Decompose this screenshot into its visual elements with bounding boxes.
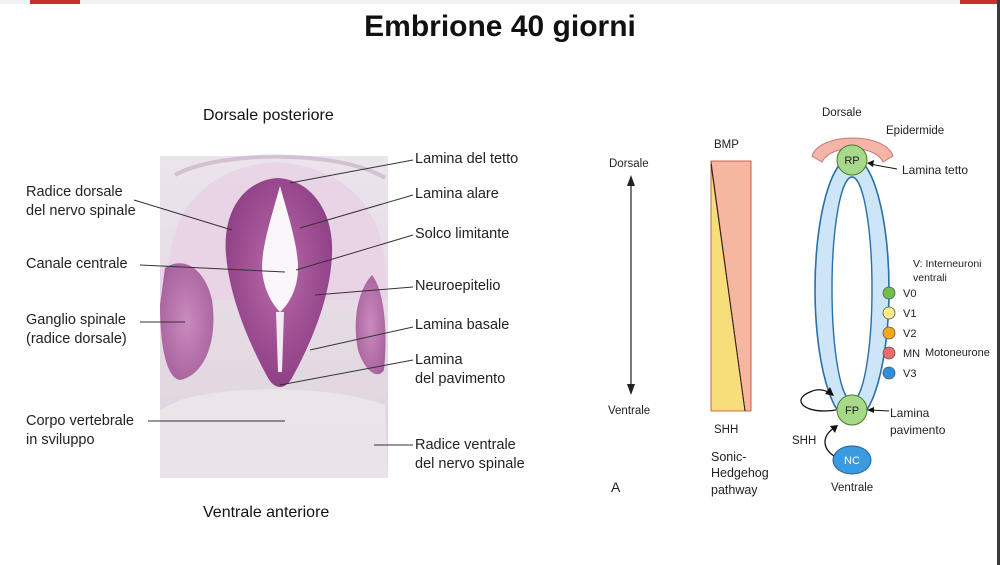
roof-plate-hist-label-line: Lamina del tetto — [415, 151, 519, 167]
dorsal-root-label: Radice dorsale del nervo spinale — [26, 183, 136, 221]
loop-arrowhead — [825, 387, 834, 396]
roof-plate-pointer — [869, 163, 898, 170]
gradient-divider — [710, 163, 746, 412]
neural-tube-lumen — [831, 176, 873, 402]
domain-label-v1: V1 — [903, 308, 916, 320]
ventral-root-label-line: del nervo spinale — [415, 456, 525, 472]
neural-tube-panel: Dorsale Epidermide RP FP NC Ventrale SHH… — [792, 107, 990, 494]
pathway-line-2: Hedgehog — [711, 466, 769, 480]
floor-plate-label-1: Lamina — [890, 406, 930, 420]
top-accent-bar — [0, 0, 1000, 4]
alar-plate-label-line: Lamina alare — [415, 186, 499, 202]
shh-gradient-label: SHH — [714, 424, 738, 436]
domain-dot-mn — [882, 346, 896, 360]
dorsal-root-label-line: Radice dorsale — [26, 184, 123, 200]
central-canal-label-line: Canale centrale — [26, 256, 128, 272]
basal-plate-label: Lamina basale — [415, 316, 509, 335]
right-edge — [997, 0, 1000, 565]
domain-dot-v0 — [882, 286, 896, 300]
notochord — [832, 445, 872, 475]
spinal-ganglion-label-line: (radice dorsale) — [26, 331, 127, 347]
ventral-root-label-line: Radice ventrale — [415, 437, 516, 453]
vertebral-body-label-line: Corpo vertebrale — [26, 413, 134, 429]
floor-plate-arrowhead — [867, 407, 874, 413]
roof-plate-hist-label: Lamina del tetto — [415, 150, 518, 169]
bmp-label: BMP — [714, 139, 739, 151]
floor-plate-hist-label-line: Lamina — [415, 352, 463, 368]
dorsal-root-label-line: del nervo spinale — [26, 203, 136, 219]
dorsal-posterior-caption: Dorsale posteriore — [203, 107, 334, 124]
rp-label: RP — [844, 155, 859, 167]
sulcus-limitans-label: Solco limitante — [415, 225, 509, 244]
spinal-ganglion-label: Ganglio spinale (radice dorsale) — [26, 311, 127, 349]
domain-dot-v3 — [882, 366, 896, 380]
motoneurone-label: Motoneurone — [925, 347, 990, 359]
tube-dorsal-label: Dorsale — [822, 107, 862, 119]
sulcus-limitans-label-line: Solco limitante — [415, 226, 510, 242]
accent-mark — [30, 0, 80, 4]
morphogen-gradient-panel: Dorsale Ventrale BMP SHH Sonic- Hedgehog… — [608, 139, 769, 497]
domain-label-v2: V2 — [903, 328, 916, 340]
neuroepithelium-label: Neuroepitelio — [415, 277, 500, 296]
vertebral-body-label-line: in sviluppo — [26, 432, 95, 448]
shh-arrow — [824, 427, 835, 457]
floor-plate-label-2: pavimento — [890, 423, 946, 437]
spinal-ganglion-label-line: Ganglio spinale — [26, 312, 126, 328]
floor-plate-loop-arrow — [800, 389, 837, 412]
basal-plate-label-line: Lamina basale — [415, 317, 510, 333]
accent-mark — [960, 0, 1000, 4]
axis-top-label: Dorsale — [609, 158, 649, 170]
axis-bottom-label: Ventrale — [608, 405, 650, 417]
axis-arrow-down — [627, 384, 635, 395]
domain-label-mn: MN — [903, 348, 920, 360]
pathway-line-1: Sonic- — [711, 450, 746, 464]
roof-plate — [836, 144, 868, 176]
domain-dot-v1 — [882, 306, 896, 320]
central-canal-label: Canale centrale — [26, 255, 128, 274]
roof-plate-label: Lamina tetto — [902, 163, 968, 177]
interneurons-label-1: V: Interneuroni — [913, 258, 982, 270]
vertebral-body-label: Corpo vertebrale in sviluppo — [26, 412, 134, 450]
interneurons-label-2: ventrali — [913, 272, 947, 284]
nc-label: NC — [844, 455, 860, 467]
neuroepithelium-label-line: Neuroepitelio — [415, 278, 501, 294]
ventral-anterior-caption: Ventrale anteriore — [203, 504, 330, 521]
ventral-root-label: Radice ventrale del nervo spinale — [415, 436, 525, 474]
epidermis — [811, 137, 894, 163]
histology-leader-lines — [133, 159, 414, 446]
gradient-bars — [710, 160, 752, 412]
fp-label: FP — [845, 405, 859, 417]
floor-plate-hist-label: Lamina del pavimento — [415, 351, 505, 389]
histology-micrograph — [160, 154, 388, 478]
roof-plate-arrowhead — [867, 160, 874, 167]
shh-arrowhead — [830, 425, 838, 433]
domain-dot-v2 — [882, 326, 896, 340]
axis-arrow-up — [627, 175, 635, 186]
floor-plate-hist-label-line: del pavimento — [415, 371, 506, 387]
epidermis-label: Epidermide — [886, 125, 944, 137]
domain-label-v0: V0 — [903, 288, 916, 300]
alar-plate-label: Lamina alare — [415, 185, 499, 204]
panel-letter: A — [611, 479, 621, 495]
tube-ventral-label: Ventrale — [831, 482, 873, 494]
pathway-line-3: pathway — [711, 483, 758, 497]
tube-shh-label: SHH — [792, 435, 816, 447]
slide-title: Embrione 40 giorni — [364, 10, 636, 43]
domain-label-v3: V3 — [903, 368, 916, 380]
